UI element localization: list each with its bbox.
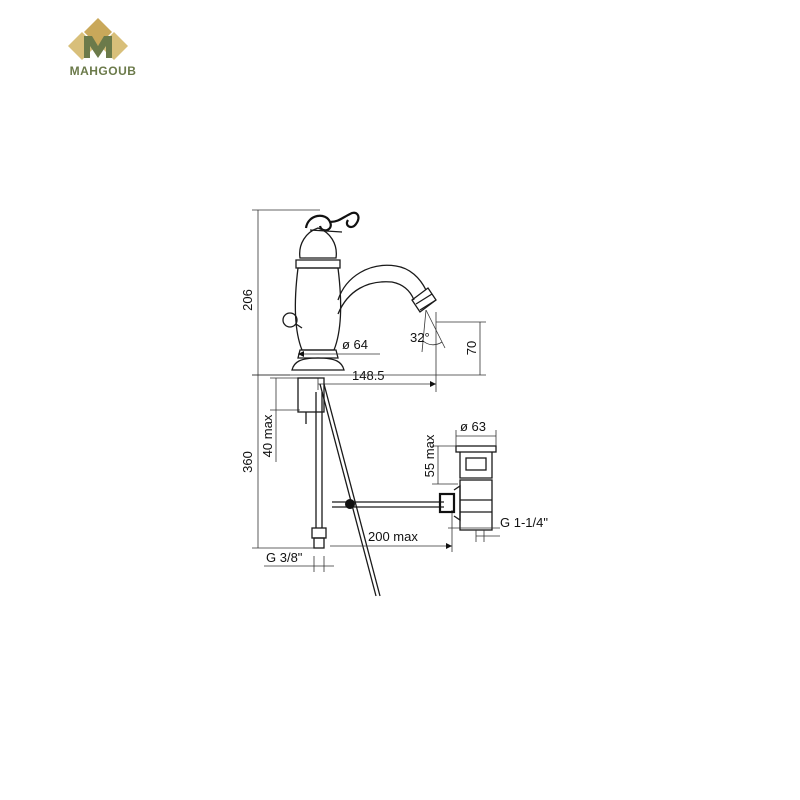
dim-40-max	[270, 377, 300, 462]
dim-g-3-8-label: G 3/8"	[266, 550, 303, 565]
dim-200-max-label: 200 max	[368, 529, 418, 544]
dim-70	[436, 321, 486, 376]
dim-360	[252, 375, 318, 549]
dim-diameter-64-label: ø 64	[342, 337, 368, 352]
shank-and-hose	[297, 377, 327, 549]
dim-200-max	[330, 510, 453, 552]
logo-diamond-icon	[68, 18, 128, 60]
dim-55-max-label: 55 max	[422, 434, 437, 477]
dim-diameter-63	[455, 430, 497, 446]
dim-55-max	[432, 445, 458, 485]
dim-70-label: 70	[464, 341, 479, 355]
dim-angle-32	[421, 309, 446, 353]
dim-g-1-1-4-label: G 1-1/4"	[500, 515, 548, 530]
brand-logo	[68, 18, 128, 60]
spout	[337, 264, 437, 315]
dim-148-5	[317, 312, 437, 392]
dim-g-1-1-4	[448, 527, 500, 542]
pull-rod	[319, 383, 444, 597]
dim-diameter-63-label: ø 63	[460, 419, 486, 434]
dim-148-5-label: 148.5	[352, 368, 385, 383]
dim-angle-32-label: 32°	[410, 330, 430, 345]
brand-name: MAHGOUB	[69, 64, 137, 78]
pop-up-waste	[438, 445, 497, 531]
dim-206-label: 206	[240, 289, 255, 311]
dim-40-max-label: 40 max	[260, 414, 275, 457]
dim-360-label: 360	[240, 451, 255, 473]
dim-diameter-64	[298, 351, 380, 357]
faucet-body	[282, 227, 345, 371]
dim-g-3-8	[264, 556, 334, 572]
